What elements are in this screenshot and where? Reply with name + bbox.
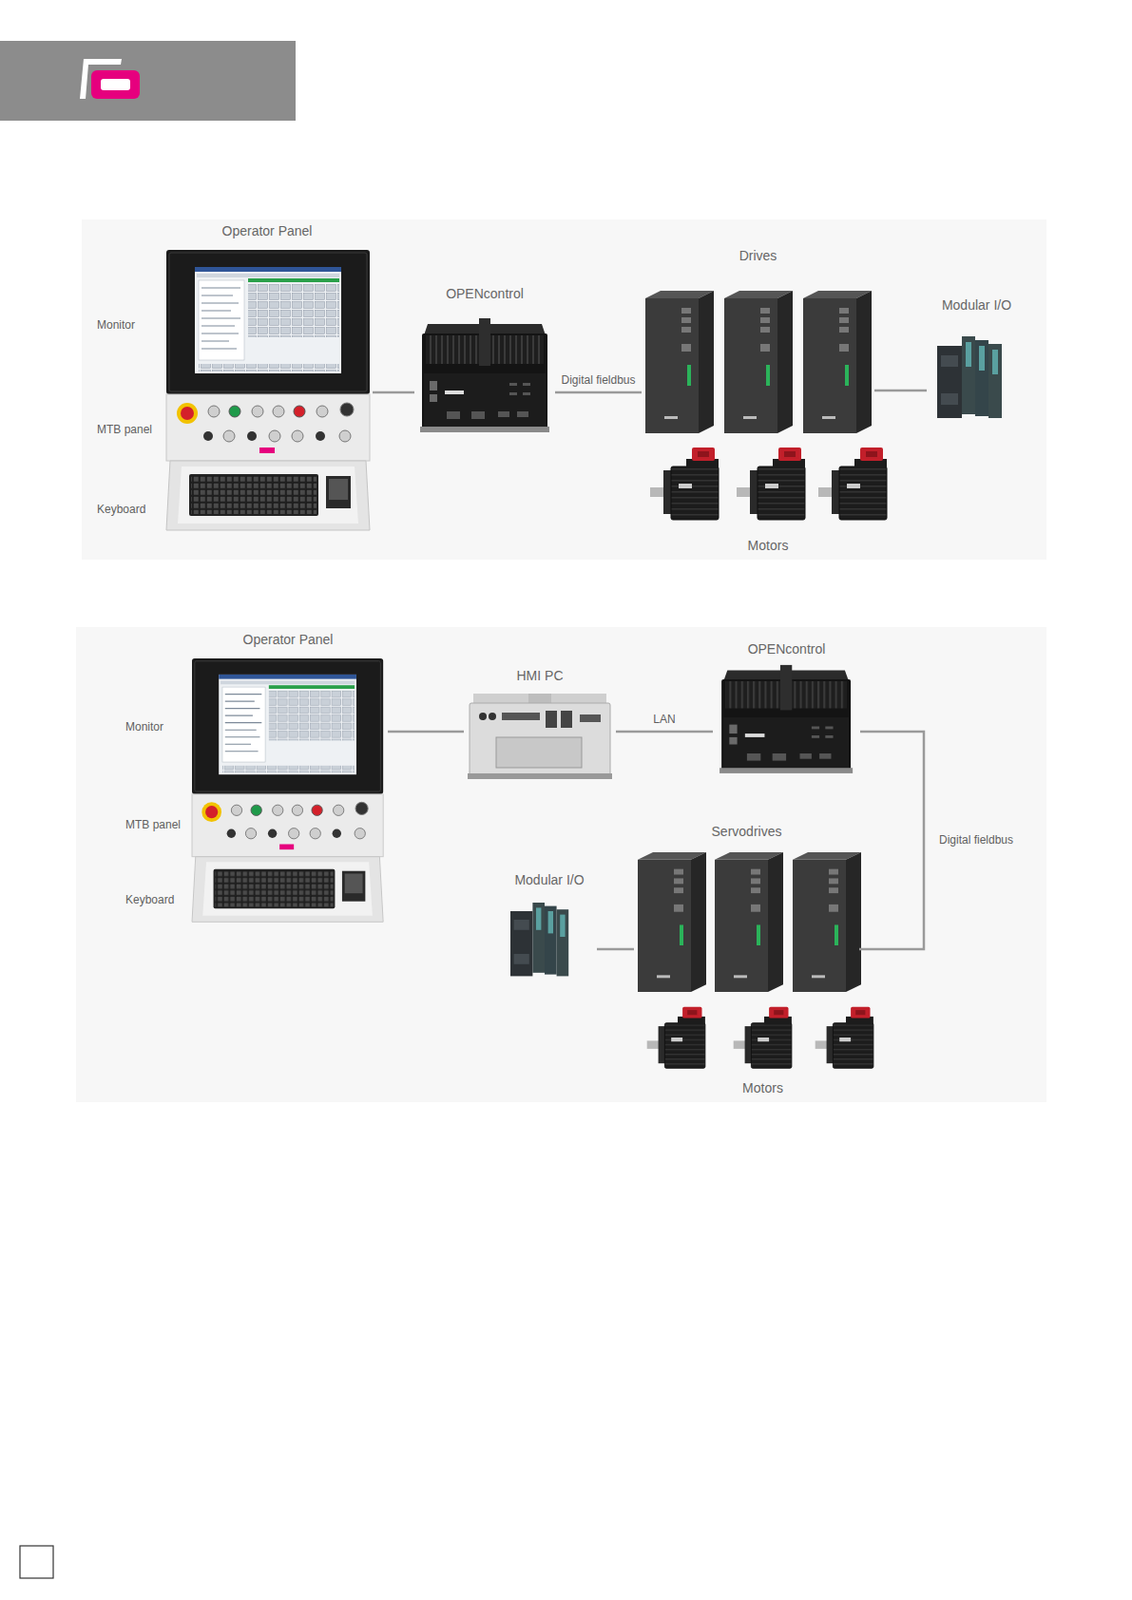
motor-picture xyxy=(647,1007,706,1070)
connector-label: Digital fieldbus xyxy=(937,833,1016,848)
motor-picture xyxy=(733,1007,792,1070)
io-module-picture xyxy=(937,336,1002,419)
drive-picture xyxy=(645,290,714,434)
device-label: Modular I/O xyxy=(941,296,1012,314)
drive-picture xyxy=(724,290,793,434)
device-group: HMI PC xyxy=(463,665,616,786)
connector-line xyxy=(874,389,927,393)
device-label: OPENcontrol xyxy=(748,640,826,658)
device-label: Drives xyxy=(739,247,778,265)
device-label: Operator Panel xyxy=(243,631,334,649)
diagram-ground xyxy=(76,627,1047,1103)
device-group: Modular I/O xyxy=(926,294,1027,428)
controller-picture xyxy=(719,665,853,774)
operator-panel-picture xyxy=(166,249,370,531)
drive-picture xyxy=(792,852,862,993)
part-label: MTB panel xyxy=(96,422,153,438)
device-group: Operator Panel xyxy=(161,220,373,533)
drive-picture xyxy=(714,852,784,993)
part-label: Keyboard xyxy=(125,893,174,908)
device-label: HMI PC xyxy=(517,667,564,685)
device-group: OPENcontrol xyxy=(712,638,861,786)
device-group: Modular I/O xyxy=(501,869,597,984)
drive-picture xyxy=(803,290,872,434)
header-bar xyxy=(0,40,296,121)
device-label: Modular I/O xyxy=(514,871,584,889)
device-group: Drives xyxy=(641,245,875,438)
controller-picture xyxy=(420,318,550,433)
device-label: Motors xyxy=(748,537,789,555)
device-group: Motors xyxy=(644,441,892,557)
connector-label: Digital fieldbus xyxy=(558,373,637,388)
connector-line xyxy=(615,730,713,734)
device-label: OPENcontrol xyxy=(445,285,524,303)
device-group: Operator Panel xyxy=(188,629,388,926)
connector-line xyxy=(372,391,415,395)
page-number-box xyxy=(19,1546,54,1579)
device-group: Servodrives xyxy=(633,821,860,997)
motor-picture xyxy=(650,447,719,520)
part-label: Monitor xyxy=(125,720,164,735)
motor-picture xyxy=(736,447,806,520)
part-label: Keyboard xyxy=(96,502,146,518)
motor-picture xyxy=(815,1007,874,1070)
device-group: Motors xyxy=(641,999,884,1099)
device-label: Motors xyxy=(742,1079,784,1097)
device-group: OPENcontrol xyxy=(414,283,556,442)
connector-line xyxy=(596,948,634,952)
logo xyxy=(79,58,140,99)
connector-line xyxy=(859,731,924,950)
device-label: Operator Panel xyxy=(222,222,313,240)
device-label: Servodrives xyxy=(711,823,783,841)
motor-picture xyxy=(818,447,887,520)
diagram-ground xyxy=(81,219,1047,560)
connector-line xyxy=(387,730,464,734)
connector-line xyxy=(555,391,642,395)
connector-label: LAN xyxy=(651,712,677,728)
drive-picture xyxy=(637,852,707,993)
operator-panel-picture xyxy=(191,658,384,922)
part-label: Monitor xyxy=(96,318,135,333)
io-module-picture xyxy=(510,902,569,977)
hmi-pc-picture xyxy=(467,693,613,780)
part-label: MTB panel xyxy=(125,818,181,833)
